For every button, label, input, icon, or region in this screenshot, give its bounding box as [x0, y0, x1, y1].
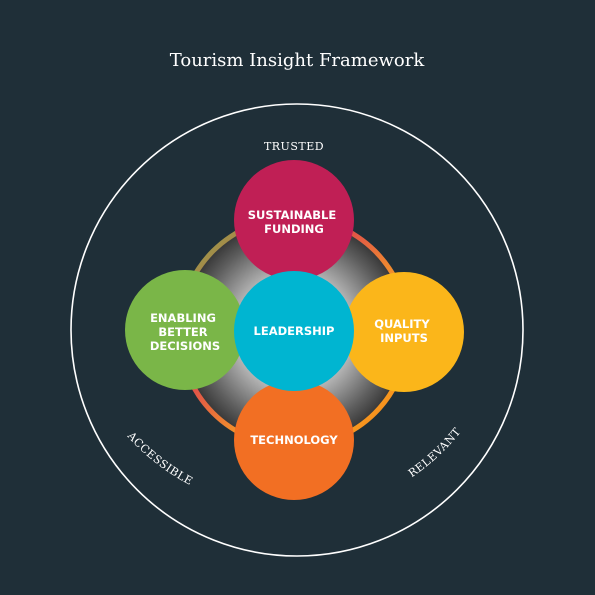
- node-sustainable-funding-label: SUSTAINABLE FUNDING: [248, 208, 341, 236]
- diagram-title: Tourism Insight Framework: [170, 50, 426, 71]
- outer-ring: [70, 103, 524, 557]
- ring-label-accessible: ACCESSIBLE: [124, 429, 195, 488]
- node-quality-inputs-circle: [344, 272, 464, 392]
- node-leadership-label: LEADERSHIP: [254, 324, 335, 338]
- node-quality-inputs-label: QUALITY INPUTS: [374, 317, 433, 345]
- node-enabling-better-decisions-circle: [125, 270, 245, 390]
- node-technology-circle: [234, 380, 354, 500]
- node-leadership: LEADERSHIP: [234, 271, 354, 391]
- ring-label-trusted: TRUSTED: [264, 140, 324, 153]
- node-sustainable-funding-circle: [234, 160, 354, 280]
- node-quality-inputs: QUALITY INPUTS: [344, 272, 464, 392]
- ring-label-relevant: RELEVANT: [406, 425, 464, 480]
- node-leadership-circle: [234, 271, 354, 391]
- node-technology-label: TECHNOLOGY: [250, 433, 338, 447]
- node-enabling-better-decisions-label: ENABLING BETTER DECISIONS: [150, 311, 220, 353]
- node-sustainable-funding: SUSTAINABLE FUNDING: [234, 160, 354, 280]
- node-technology: TECHNOLOGY: [234, 380, 354, 500]
- node-enabling-better-decisions: ENABLING BETTER DECISIONS: [125, 270, 245, 390]
